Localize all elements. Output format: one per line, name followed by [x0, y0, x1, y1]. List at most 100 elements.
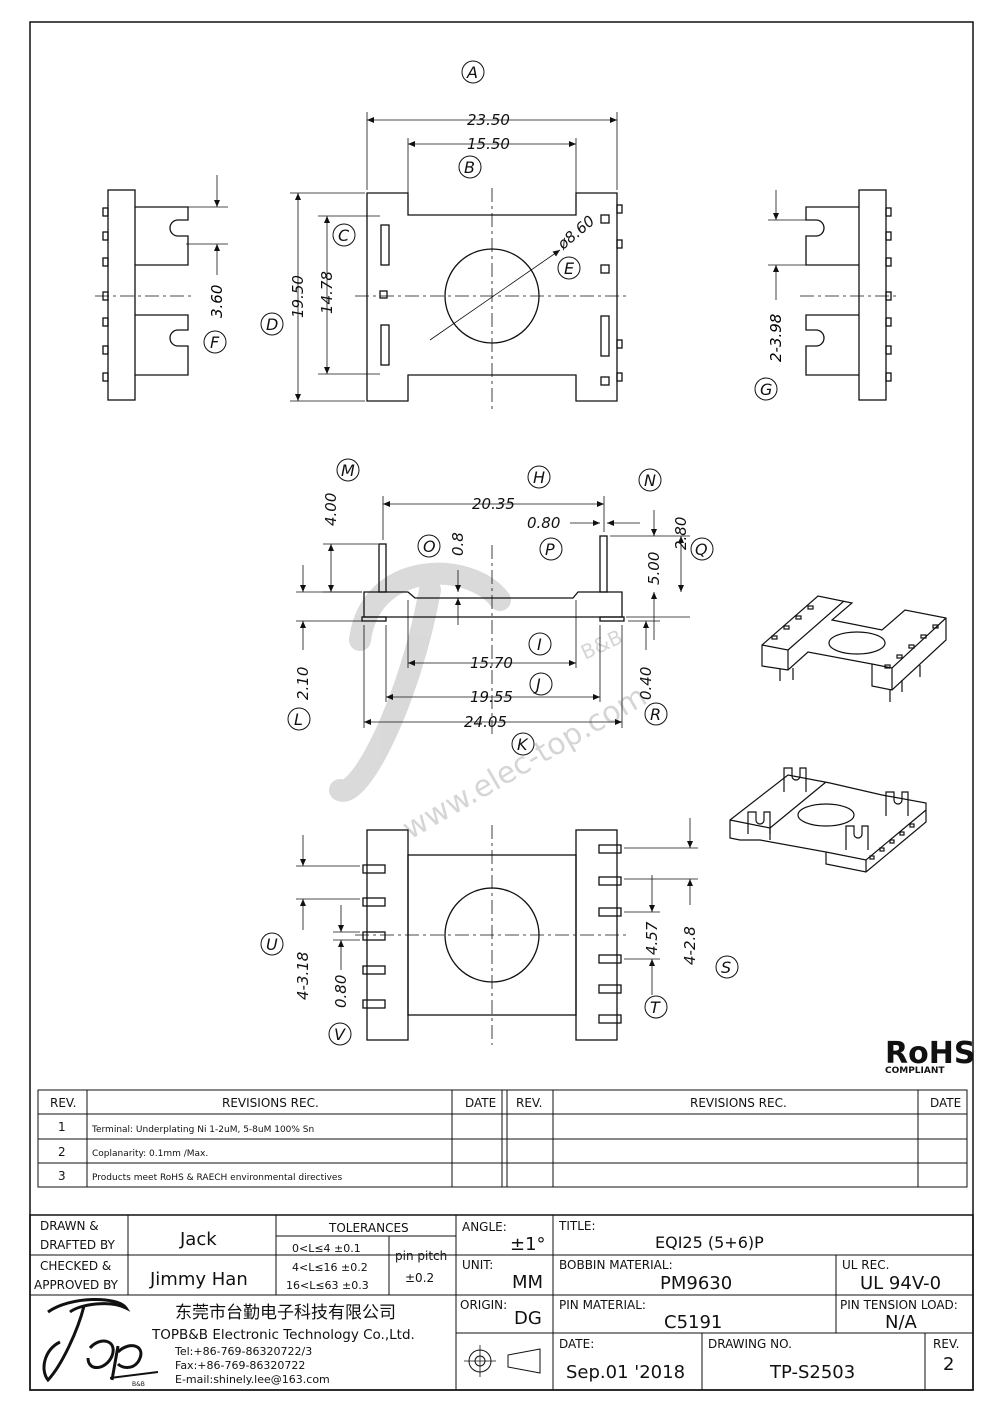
callout-r: R: [650, 705, 661, 724]
dim-0-40: 0.40: [637, 667, 655, 700]
callout-j: J: [533, 675, 541, 694]
unit-label: UNIT:: [462, 1258, 493, 1272]
bottom-view: [296, 818, 698, 1045]
rohs-compliant-text: COMPLIANT: [885, 1066, 945, 1076]
pin-tension-value: N/A: [885, 1312, 918, 1333]
top-view-outline: [366, 192, 618, 402]
rev-label: REV.: [933, 1337, 959, 1351]
right-side-view: [768, 189, 900, 401]
drawn-by-value: Jack: [179, 1229, 217, 1250]
pin-material-label: PIN MATERIAL:: [559, 1298, 646, 1312]
company-tel: Tel:+86-769-86320722/3: [174, 1345, 312, 1358]
rev-row-1-text: Terminal: Underplating Ni 1-2uM, 5-8uM 1…: [91, 1125, 314, 1135]
callout-q: Q: [695, 540, 708, 559]
rev-value: 2: [943, 1354, 954, 1375]
callout-k: K: [517, 735, 529, 754]
callouts: [203, 60, 778, 1046]
dim-2-3-98: 2-3.98: [767, 314, 785, 362]
dim-20-35: 20.35: [472, 495, 515, 513]
callout-d: D: [266, 315, 278, 334]
company-fax: Fax:+86-769-86320722: [175, 1359, 305, 1372]
tolerance-row-2: 4<L≤16 ±0.2: [292, 1261, 368, 1274]
callout-g: G: [760, 380, 772, 399]
dim-4-3-18: 4-3.18: [294, 952, 312, 1000]
revisions-rec-header-1: REVISIONS REC.: [222, 1096, 319, 1110]
callout-t: T: [650, 998, 661, 1017]
dim-dia-8-60: ø8.60: [553, 212, 598, 254]
date-header-1: DATE: [465, 1096, 496, 1110]
bobbin-material-label: BOBBIN MATERIAL:: [559, 1258, 673, 1272]
pin-pitch-value: ±0.2: [405, 1271, 434, 1285]
rev-row-1-number: 1: [58, 1120, 66, 1134]
callout-l: L: [294, 710, 303, 729]
callout-a: A: [466, 63, 478, 82]
tolerance-row-3: 16<L≤63 ±0.3: [286, 1279, 369, 1292]
dim-19-55: 19.55: [470, 688, 513, 706]
drawing-no-value: TP-S2503: [769, 1362, 855, 1383]
revisions-rec-header-2: REVISIONS REC.: [690, 1096, 787, 1110]
company-name-chinese: 东莞市台勤电子科技有限公司: [175, 1303, 396, 1323]
dim-0-80-bottom: 0.80: [332, 975, 350, 1008]
title-label: TITLE:: [558, 1219, 596, 1233]
callout-v: V: [334, 1025, 346, 1044]
rev-header-1: REV.: [50, 1096, 76, 1110]
dim-15-70: 15.70: [470, 654, 513, 672]
dim-4-2-8: 4-2.8: [681, 926, 699, 965]
left-side-view: [95, 175, 228, 401]
dim-4-00: 4.00: [322, 493, 340, 526]
front-view: [296, 496, 690, 735]
dim-2-80: 2.80: [672, 517, 690, 550]
company-logo: B&B: [42, 1298, 159, 1388]
callout-m: M: [341, 461, 355, 480]
dim-15-50: 15.50: [467, 135, 510, 153]
bobbin-material-value: PM9630: [660, 1273, 732, 1294]
unit-value: MM: [512, 1272, 543, 1293]
pin-tension-label: PIN TENSION LOAD:: [840, 1298, 958, 1312]
company-name-english: TOPB&B Electronic Technology Co.,Ltd.: [151, 1327, 415, 1343]
angle-value: ±1°: [510, 1234, 546, 1255]
callout-f: F: [210, 333, 220, 352]
callout-u: U: [266, 935, 278, 954]
logo-sub-text: B&B: [132, 1381, 145, 1388]
callout-i: I: [537, 635, 542, 654]
dim-4-57: 4.57: [643, 921, 661, 955]
callout-h: H: [533, 468, 545, 487]
ul-rec-label: UL REC.: [842, 1258, 889, 1272]
angle-label: ANGLE:: [462, 1220, 507, 1234]
pin-pitch-label: pin pitch: [395, 1249, 447, 1263]
tolerances-label: TOLERANCES: [328, 1221, 409, 1235]
dim-0-80-top: 0.80: [527, 514, 560, 532]
dim-24-05: 24.05: [464, 713, 507, 731]
dim-2-10: 2.10: [294, 667, 312, 700]
callout-p: P: [545, 540, 555, 559]
callout-s: S: [721, 958, 731, 977]
drawn-label-line2: DRAFTED BY: [40, 1238, 116, 1252]
dim-19-50: 19.50: [289, 275, 307, 318]
iso-view-bottom: [729, 767, 927, 873]
rohs-compliant-mark: RoHS COMPLIANT: [885, 1036, 975, 1076]
watermark-url: www.elec-top.com: [397, 679, 653, 847]
date-value: Sep.01 '2018: [566, 1362, 685, 1383]
revisions-table: [37, 1089, 968, 1188]
date-label: DATE:: [559, 1337, 594, 1351]
callout-b: B: [464, 158, 475, 177]
callout-e: E: [564, 259, 575, 278]
callout-o: O: [423, 537, 436, 556]
rev-row-2-number: 2: [58, 1145, 66, 1159]
rev-header-2: REV.: [516, 1096, 542, 1110]
title-value: EQI25 (5+6)P: [655, 1233, 764, 1252]
watermark-brand: B&B: [577, 625, 626, 665]
callout-c: C: [338, 226, 350, 245]
ul-rec-value: UL 94V-0: [860, 1273, 941, 1294]
checked-label-line1: CHECKED &: [40, 1259, 111, 1273]
dim-14-78: 14.78: [318, 271, 336, 314]
rohs-logo: RoHS: [885, 1036, 975, 1071]
date-header-2: DATE: [930, 1096, 961, 1110]
rev-row-2-text: Coplanarity: 0.1mm /Max.: [92, 1149, 208, 1159]
callout-n: N: [644, 471, 656, 490]
pin-material-value: C5191: [664, 1312, 722, 1333]
dim-23-50: 23.50: [467, 111, 510, 129]
approved-by-value: Jimmy Han: [149, 1269, 248, 1290]
top-view: [290, 112, 630, 410]
